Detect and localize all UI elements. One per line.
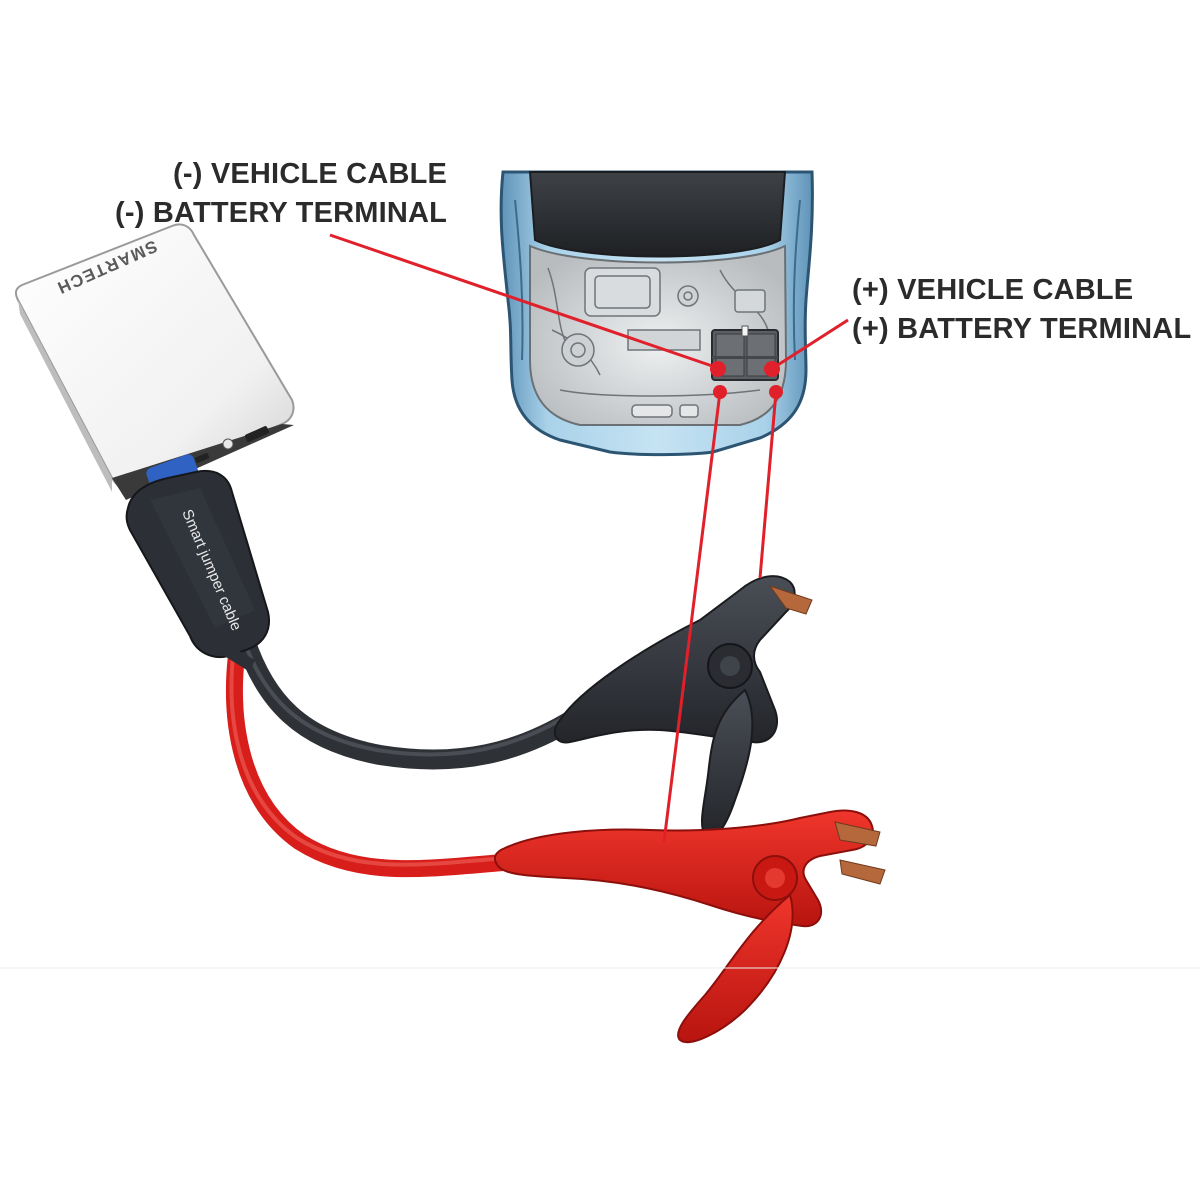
callout-lines bbox=[329, 233, 849, 843]
positive-terminal-leader bbox=[758, 391, 778, 579]
power-bank: SMARTECH bbox=[14, 223, 295, 500]
black-clamp bbox=[553, 575, 813, 839]
red-clamp-jaw bbox=[677, 893, 794, 1043]
cables bbox=[226, 630, 585, 878]
positive-callout-line2: (+) BATTERY TERMINAL bbox=[852, 313, 1192, 345]
negative-callout-line1: (-) VEHICLE CABLE bbox=[173, 158, 448, 190]
black-cable bbox=[235, 630, 585, 770]
red-clamp-handle bbox=[493, 809, 874, 928]
negative-terminal-leader bbox=[662, 391, 722, 843]
positive-label-leader bbox=[769, 318, 849, 372]
black-clamp-handle bbox=[553, 575, 796, 744]
car-top-view bbox=[499, 170, 814, 457]
callout-dots bbox=[710, 361, 783, 399]
car-battery bbox=[711, 325, 779, 381]
red-clamp bbox=[493, 809, 886, 1043]
smart-jumper-module: Smart jumper cable bbox=[125, 454, 270, 672]
power-bank-body bbox=[14, 223, 295, 491]
positive-callout-line1: (+) VEHICLE CABLE bbox=[852, 274, 1134, 306]
negative-callout-line2: (-) BATTERY TERMINAL bbox=[115, 197, 448, 229]
positive-terminal-dot bbox=[764, 361, 780, 377]
negative-label-leader bbox=[329, 233, 719, 370]
negative-terminal-dot bbox=[710, 361, 726, 377]
windshield bbox=[528, 171, 787, 258]
negative-cable-dot bbox=[713, 385, 727, 399]
positive-cable-dot bbox=[769, 385, 783, 399]
